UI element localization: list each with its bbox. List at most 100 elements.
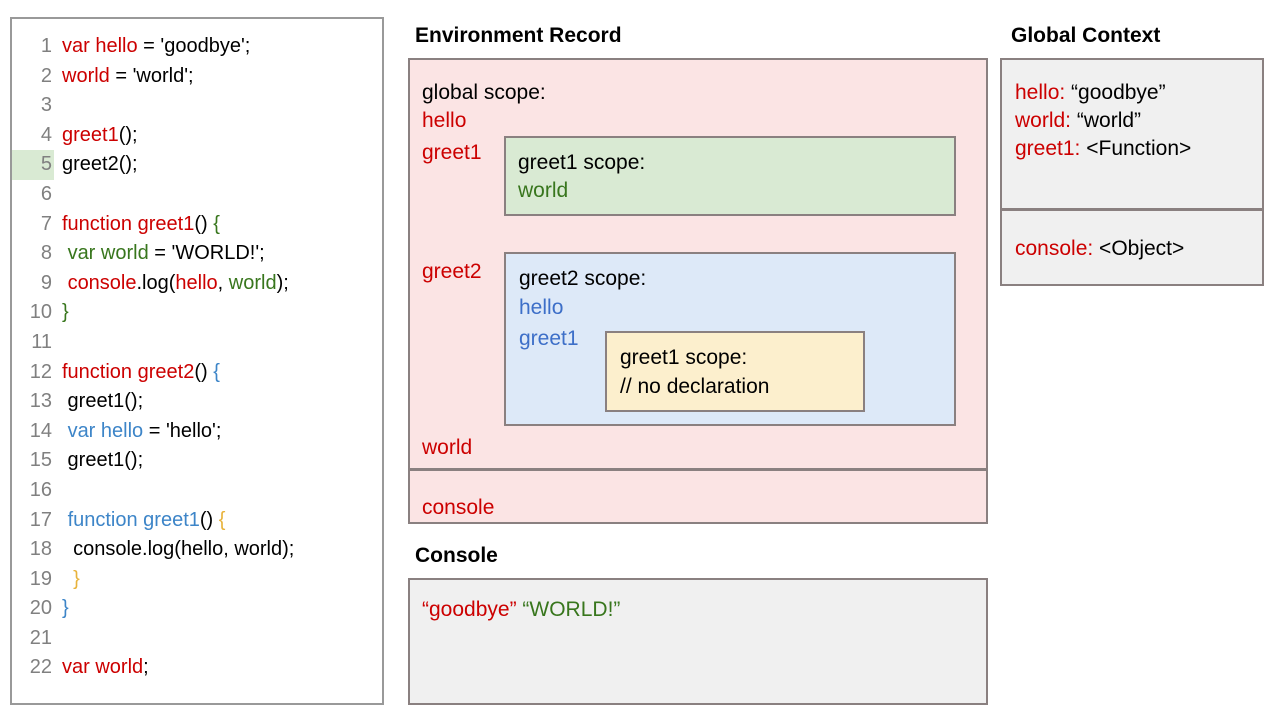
code-line-text: var hello = 'goodbye'; (54, 32, 250, 62)
environment-record-title: Environment Record (415, 24, 622, 47)
console-output-line: “goodbye” “WORLD!” (422, 596, 620, 624)
code-token: () (194, 212, 214, 235)
line-number: 13 (29, 390, 52, 413)
console-output-segment: “goodbye” (422, 598, 517, 621)
code-token: console.log(hello, world); (62, 538, 295, 561)
greet2-binding-greet1: greet1 (519, 327, 579, 350)
console-output-segment: “WORLD!” (522, 598, 621, 621)
code-line-text: function greet2() { (54, 358, 220, 388)
line-number: 19 (29, 567, 52, 590)
code-line-text: function greet1() { (54, 210, 220, 240)
code-line[interactable]: 13 greet1(); (12, 387, 382, 417)
code-token: hello (175, 271, 218, 294)
code-token: ; (143, 656, 149, 679)
code-line-text: greet1(); (54, 446, 144, 476)
code-token (62, 568, 73, 590)
code-line[interactable]: 17 function greet1() { (12, 506, 382, 536)
global-scope-box: global scope: hello greet1 greet2 world … (408, 58, 988, 470)
code-line[interactable]: 11 (12, 328, 382, 358)
code-token: var world (62, 656, 144, 679)
line-number: 5 (12, 150, 54, 180)
line-number: 21 (29, 626, 52, 649)
code-token: var hello (62, 35, 138, 57)
environment-console-box: console (408, 469, 988, 524)
global-context-value-console: <Object> (1093, 237, 1185, 260)
global-scope-label: global scope: (422, 81, 546, 104)
greet2-scope-box: greet2 scope: hello greet1 greet1 scope:… (504, 252, 956, 426)
code-line[interactable]: 3 (12, 91, 382, 121)
code-line-text: var hello = 'hello'; (54, 417, 222, 447)
global-binding-hello: hello (422, 109, 467, 132)
code-token: = 'world'; (109, 64, 194, 87)
code-line-text: var world = 'WORLD!'; (54, 239, 265, 269)
line-number: 20 (29, 597, 52, 620)
line-number: 2 (40, 64, 52, 87)
code-token: function greet2 (62, 360, 195, 383)
code-line-text: console.log(hello, world); (54, 269, 289, 299)
environment-record-panel: global scope: hello greet1 greet2 world … (408, 58, 988, 524)
code-line[interactable]: 8 var world = 'WORLD!'; (12, 239, 382, 269)
greet2-binding-hello: hello (519, 296, 564, 319)
greet1-binding-world: world (518, 179, 569, 202)
global-context-entry-greet1: greet1: <Function> (1015, 135, 1191, 163)
greet1-scope-box: greet1 scope: world (504, 136, 956, 216)
code-line-text: } (54, 594, 69, 624)
global-context-key-world: world: (1015, 109, 1072, 132)
global-context-key-console: console: (1015, 237, 1094, 260)
inner-greet1-scope-box: greet1 scope: // no declaration (605, 331, 865, 412)
code-token: { (213, 212, 220, 235)
code-token: ); (276, 271, 289, 294)
code-line-text: world = 'world'; (54, 62, 194, 92)
code-line[interactable]: 6 (12, 180, 382, 210)
code-line[interactable]: 22 var world; (12, 653, 382, 683)
global-context-key-hello: hello: (1015, 81, 1066, 104)
code-line-text: greet2(); (54, 150, 138, 180)
line-number: 4 (40, 123, 52, 146)
global-context-entries-box: hello: “goodbye” world: “world” greet1: … (1000, 58, 1264, 210)
code-token: greet1(); (62, 390, 144, 413)
line-number: 22 (29, 656, 52, 679)
line-number: 8 (40, 242, 52, 265)
global-binding-greet2: greet2 (422, 260, 482, 283)
code-line[interactable]: 18 console.log(hello, world); (12, 535, 382, 565)
environment-binding-console: console (422, 496, 495, 519)
console-panel: “goodbye” “WORLD!” (408, 578, 988, 705)
code-token: var hello (67, 419, 144, 442)
global-context-value-world: “world” (1071, 109, 1142, 132)
code-line[interactable]: 14 var hello = 'hello'; (12, 417, 382, 447)
global-context-title: Global Context (1011, 24, 1161, 47)
line-number: 7 (40, 212, 52, 235)
code-line[interactable]: 21 (12, 624, 382, 654)
code-line[interactable]: 19 } (12, 565, 382, 595)
inner-greet1-scope-note: // no declaration (620, 375, 770, 398)
code-line[interactable]: 9 console.log(hello, world); (12, 269, 382, 299)
code-token: greet1(); (62, 449, 144, 472)
global-binding-greet1: greet1 (422, 141, 482, 164)
code-token: } (62, 301, 69, 324)
line-number: 1 (40, 35, 52, 57)
global-context-entry-world: world: “world” (1015, 107, 1141, 135)
console-title: Console (415, 544, 498, 567)
greet1-scope-label: greet1 scope: (518, 151, 646, 174)
line-number: 16 (29, 478, 52, 501)
code-line[interactable]: 20} (12, 594, 382, 624)
code-line[interactable]: 5 greet2(); (12, 150, 382, 180)
code-token: greet2(); (62, 153, 138, 176)
inner-greet1-scope-label: greet1 scope: (620, 346, 748, 369)
code-line[interactable]: 16 (12, 476, 382, 506)
code-token: () (199, 508, 219, 531)
global-context-entry-hello: hello: “goodbye” (1015, 79, 1166, 107)
code-token: world (228, 271, 277, 294)
global-context-panel: hello: “goodbye” world: “world” greet1: … (1000, 58, 1264, 286)
line-number: 10 (29, 301, 52, 324)
code-line[interactable]: 10} (12, 298, 382, 328)
code-line[interactable]: 15 greet1(); (12, 446, 382, 476)
code-token: (); (118, 123, 138, 146)
code-token: } (73, 567, 80, 590)
